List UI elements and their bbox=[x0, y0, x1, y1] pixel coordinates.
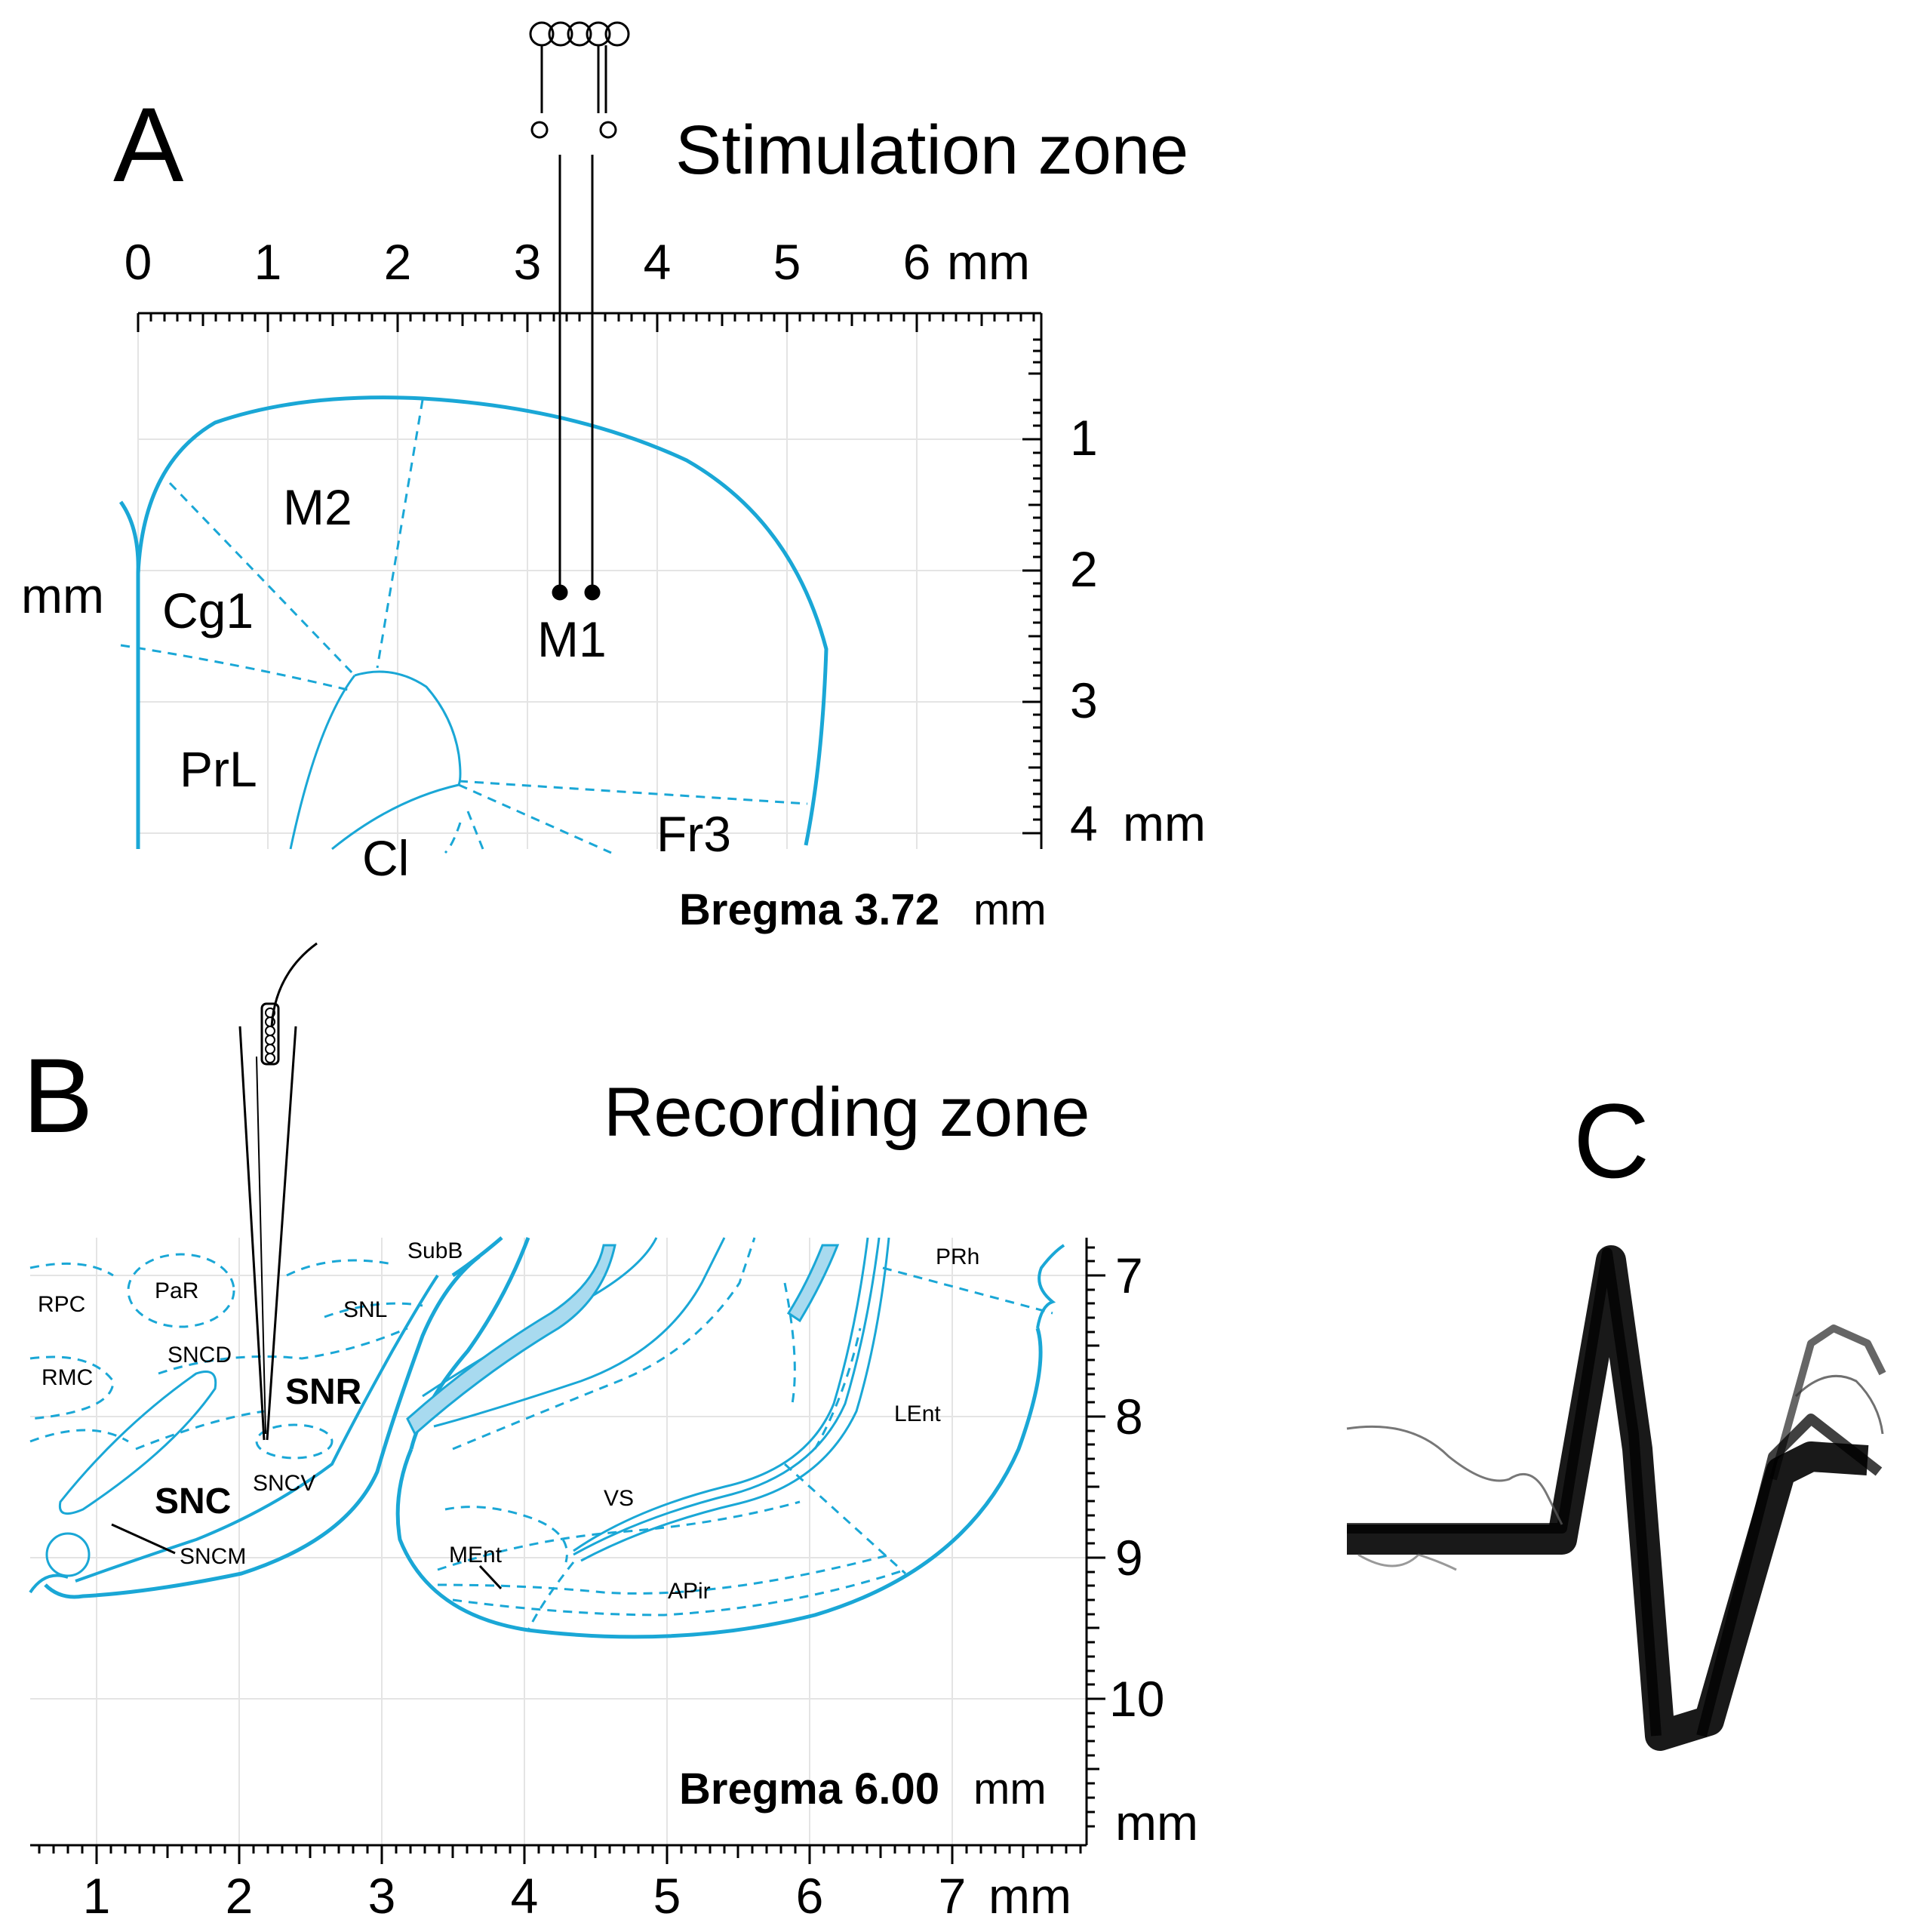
panel-b: B Recording zone bbox=[23, 942, 1198, 1924]
panel-b-grid bbox=[30, 1238, 1087, 1845]
panel-b-atlas-outline bbox=[29, 1236, 1065, 1639]
region-apir: APir bbox=[668, 1579, 711, 1604]
stimulating-electrode bbox=[529, 21, 630, 601]
panel-c-label: C bbox=[1573, 1081, 1649, 1200]
panel-b-right-axis: 7 8 9 10 mm bbox=[1085, 1238, 1198, 1850]
panel-c: C bbox=[1346, 1081, 1886, 1751]
region-ment: MEnt bbox=[449, 1543, 503, 1567]
region-par: PaR bbox=[155, 1278, 198, 1303]
region-cg1: Cg1 bbox=[162, 583, 254, 638]
panel-b-leader-lines bbox=[111, 1523, 503, 1590]
recording-electrode bbox=[238, 942, 318, 1441]
a-y-tick-4: 4 bbox=[1070, 795, 1098, 851]
region-lent: LEnt bbox=[894, 1401, 941, 1426]
a-x-tick-2: 2 bbox=[384, 234, 412, 290]
a-x-tick-6: 6 bbox=[903, 234, 931, 290]
b-x-tick-2: 2 bbox=[226, 1868, 254, 1924]
b-x-tick-1: 1 bbox=[83, 1868, 111, 1924]
region-vs: VS bbox=[604, 1486, 634, 1511]
region-sncd: SNCD bbox=[168, 1343, 232, 1367]
b-y-tick-7: 7 bbox=[1115, 1247, 1143, 1303]
panel-a: A Stimulation zone bbox=[21, 21, 1206, 934]
region-sncm: SNCM bbox=[180, 1544, 246, 1569]
region-cl: Cl bbox=[362, 830, 409, 886]
a-x-unit: mm bbox=[947, 234, 1030, 290]
b-x-tick-5: 5 bbox=[653, 1868, 681, 1924]
panel-b-bregma: Bregma 6.00 mm bbox=[679, 1764, 1047, 1814]
a-y-unit: mm bbox=[1123, 795, 1206, 851]
region-prl: PrL bbox=[180, 741, 257, 797]
a-x-tick-3: 3 bbox=[514, 234, 542, 290]
region-m1: M1 bbox=[537, 611, 607, 667]
region-sncv: SNCV bbox=[253, 1471, 315, 1496]
panel-a-right-axis: 1 2 3 4 mm bbox=[1022, 313, 1206, 851]
panel-b-label: B bbox=[23, 1036, 93, 1155]
panel-b-title: Recording zone bbox=[604, 1074, 1090, 1151]
region-rpc: RPC bbox=[38, 1292, 85, 1317]
spike-waveforms bbox=[1346, 1245, 1886, 1751]
panel-a-label: A bbox=[113, 85, 184, 204]
a-y-tick-3: 3 bbox=[1070, 672, 1098, 728]
region-prh: PRh bbox=[936, 1244, 979, 1269]
a-x-tick-1: 1 bbox=[254, 234, 282, 290]
b-y-tick-8: 8 bbox=[1115, 1389, 1143, 1444]
panel-b-bottom-axis: 1 2 3 4 5 6 7 mm bbox=[30, 1844, 1087, 1924]
b-y-tick-10: 10 bbox=[1109, 1671, 1164, 1727]
region-rmc: RMC bbox=[42, 1365, 93, 1390]
panel-a-bregma: Bregma 3.72 mm bbox=[679, 885, 1047, 934]
b-y-unit: mm bbox=[1115, 1795, 1198, 1850]
panel-a-grid bbox=[137, 313, 1041, 849]
a-bregma-unit: mm bbox=[973, 885, 1047, 934]
region-snr: SNR bbox=[285, 1372, 361, 1412]
panel-a-brain-outline bbox=[118, 395, 828, 854]
b-x-tick-6: 6 bbox=[796, 1868, 824, 1924]
b-x-tick-4: 4 bbox=[511, 1868, 539, 1924]
region-snl: SNL bbox=[343, 1297, 387, 1322]
a-x-tick-5: 5 bbox=[773, 234, 801, 290]
b-x-unit: mm bbox=[988, 1868, 1071, 1924]
panel-a-title: Stimulation zone bbox=[675, 112, 1188, 189]
a-x-tick-0: 0 bbox=[125, 234, 152, 290]
panel-a-top-axis: 0 1 2 3 4 5 6 mm bbox=[125, 234, 1041, 332]
region-subb: SubB bbox=[407, 1238, 463, 1263]
b-bregma-unit: mm bbox=[973, 1764, 1047, 1814]
b-x-tick-3: 3 bbox=[368, 1868, 396, 1924]
region-fr3: Fr3 bbox=[656, 806, 731, 862]
a-bregma-label: Bregma 3.72 bbox=[679, 885, 939, 934]
a-y-tick-1: 1 bbox=[1070, 410, 1098, 466]
a-left-unit: mm bbox=[21, 568, 104, 623]
region-snc: SNC bbox=[155, 1481, 231, 1521]
b-x-tick-7: 7 bbox=[939, 1868, 967, 1924]
a-x-tick-4: 4 bbox=[644, 234, 672, 290]
region-m2: M2 bbox=[283, 479, 352, 535]
b-bregma-label: Bregma 6.00 bbox=[679, 1764, 939, 1814]
a-y-tick-2: 2 bbox=[1070, 541, 1098, 597]
b-y-tick-9: 9 bbox=[1115, 1530, 1143, 1586]
